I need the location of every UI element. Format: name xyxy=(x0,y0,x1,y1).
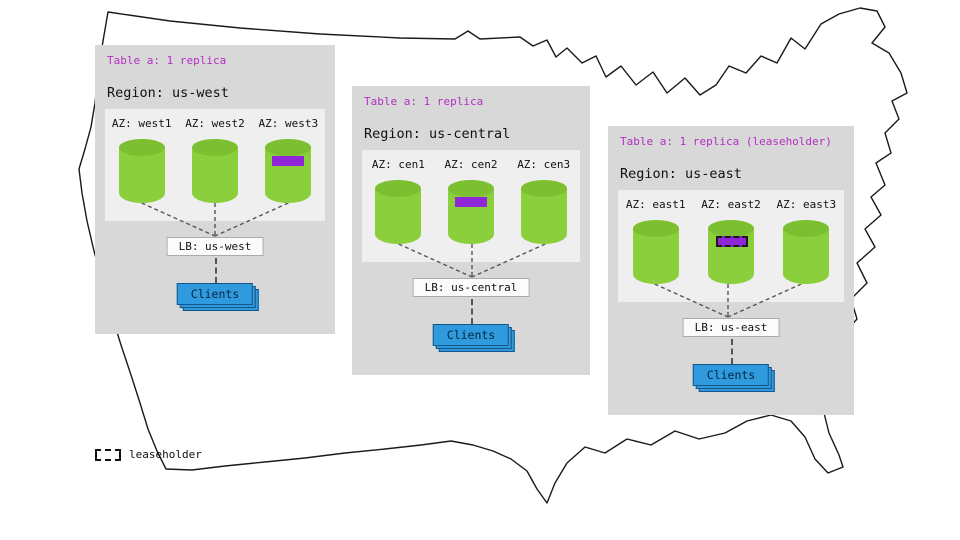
clients-connector-line xyxy=(731,339,733,364)
az-label: AZ: east2 xyxy=(701,198,761,211)
cylinder-top xyxy=(783,220,830,237)
cylinder-top xyxy=(118,139,165,156)
cylinder-top xyxy=(520,180,567,197)
leaseholder-marker xyxy=(715,236,748,247)
az-zone-east2: AZ: east2 xyxy=(693,190,768,302)
table-replica-label: Table a: 1 replica (leaseholder) xyxy=(620,135,832,148)
clients-connector-line xyxy=(215,258,217,283)
clients-box: Clients xyxy=(692,364,770,386)
cylinder-body xyxy=(118,147,165,203)
region-panel-us-central: Table a: 1 replica Region: us-central AZ… xyxy=(352,86,590,375)
range-marker xyxy=(272,156,305,166)
lb-connector-lines xyxy=(398,244,546,278)
clients-connector-line xyxy=(471,299,473,324)
az-container: AZ: east1 AZ: east2 AZ: east3 xyxy=(618,190,844,302)
load-balancer: LB: us-west xyxy=(166,237,264,256)
az-zone-west1: AZ: west1 xyxy=(105,109,178,221)
cylinder-body xyxy=(783,228,830,284)
replica-cylinder xyxy=(118,139,165,203)
replica-cylinder xyxy=(191,139,238,203)
cylinder-top xyxy=(632,220,679,237)
az-zone-east1: AZ: east1 xyxy=(618,190,693,302)
lb-connector-lines xyxy=(654,284,802,318)
range-marker xyxy=(455,197,487,207)
az-container: AZ: cen1 AZ: cen2 AZ: cen3 xyxy=(362,150,580,262)
table-replica-label: Table a: 1 replica xyxy=(364,95,484,108)
cylinder-body xyxy=(191,147,238,203)
region-title: Region: us-central xyxy=(364,126,511,142)
az-label: AZ: cen3 xyxy=(517,158,571,171)
az-zone-cen1: AZ: cen1 xyxy=(362,150,435,262)
az-container: AZ: west1 AZ: west2 AZ: west3 xyxy=(105,109,325,221)
dashed-box-icon xyxy=(95,448,121,461)
clients-box: Clients xyxy=(176,283,254,305)
az-label: AZ: east1 xyxy=(625,198,686,211)
az-zone-west3: AZ: west3 xyxy=(252,109,325,221)
replica-cylinder xyxy=(448,180,494,244)
cylinder-body xyxy=(375,188,422,244)
table-replica-label: Table a: 1 replica xyxy=(107,54,227,67)
region-panel-us-west: Table a: 1 replica Region: us-west AZ: w… xyxy=(95,45,335,334)
replica-cylinder xyxy=(265,139,312,203)
az-label: AZ: west1 xyxy=(111,117,172,130)
cylinder-top xyxy=(191,139,238,156)
az-label: AZ: cen1 xyxy=(371,158,425,171)
clients-box: Clients xyxy=(432,324,510,346)
region-title: Region: us-west xyxy=(107,85,229,101)
replica-cylinder xyxy=(375,180,422,244)
az-label: AZ: west2 xyxy=(185,117,245,130)
az-zone-cen3: AZ: cen3 xyxy=(507,150,580,262)
clients-stack: Clients xyxy=(432,324,516,352)
lb-connector-lines xyxy=(141,203,289,237)
cylinder-top xyxy=(707,220,754,237)
replica-cylinder xyxy=(707,220,754,284)
az-label: AZ: west3 xyxy=(258,117,319,130)
replica-cylinder xyxy=(520,180,567,244)
az-label: AZ: cen2 xyxy=(444,158,498,171)
region-panel-us-east: Table a: 1 replica (leaseholder) Region:… xyxy=(608,126,854,415)
legend-label: leaseholder xyxy=(129,448,202,461)
legend: leaseholder xyxy=(95,448,202,461)
az-zone-west2: AZ: west2 xyxy=(178,109,251,221)
clients-stack: Clients xyxy=(692,364,776,392)
az-zone-cen2: AZ: cen2 xyxy=(435,150,508,262)
region-title: Region: us-east xyxy=(620,166,742,182)
az-zone-east3: AZ: east3 xyxy=(769,190,844,302)
cylinder-top xyxy=(448,180,494,197)
cylinder-body xyxy=(632,228,679,284)
load-balancer: LB: us-central xyxy=(412,278,530,297)
clients-stack: Clients xyxy=(176,283,260,311)
replica-cylinder xyxy=(632,220,679,284)
load-balancer: LB: us-east xyxy=(682,318,780,337)
cylinder-top xyxy=(265,139,312,156)
cylinder-body xyxy=(520,188,567,244)
cylinder-top xyxy=(375,180,422,197)
replica-cylinder xyxy=(783,220,830,284)
az-label: AZ: east3 xyxy=(776,198,837,211)
